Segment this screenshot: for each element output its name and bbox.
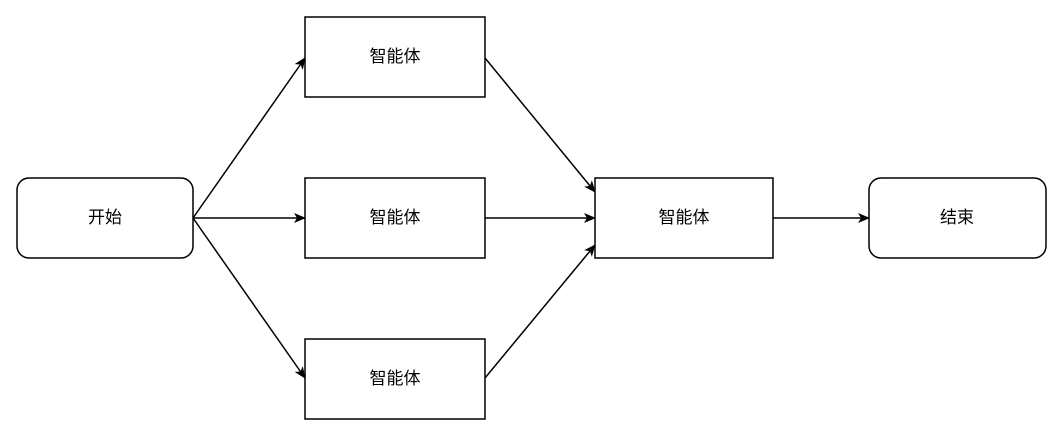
node-start: 开始 xyxy=(16,177,194,259)
node-agent-merge: 智能体 xyxy=(594,177,774,259)
node-agent-top-label: 智能体 xyxy=(370,47,421,67)
node-start-box xyxy=(16,177,194,259)
node-agent-top: 智能体 xyxy=(304,16,486,98)
node-start-label: 开始 xyxy=(88,208,122,228)
node-end-label: 结束 xyxy=(940,208,974,228)
node-end: 结束 xyxy=(868,177,1047,259)
edges xyxy=(192,57,870,379)
node-agent-middle-box xyxy=(304,177,486,259)
node-agent-top-box xyxy=(304,16,486,98)
edge-start-to-agent-bottom xyxy=(192,217,306,379)
edge-agent-top-to-agent-merge xyxy=(484,57,596,193)
node-agent-bottom-box xyxy=(304,338,486,420)
node-agent-bottom-label: 智能体 xyxy=(370,369,421,389)
node-end-box xyxy=(868,177,1047,259)
node-agent-middle-label: 智能体 xyxy=(370,208,421,228)
node-agent-middle: 智能体 xyxy=(304,177,486,259)
node-agent-merge-label: 智能体 xyxy=(659,208,710,228)
node-agent-bottom: 智能体 xyxy=(304,338,486,420)
node-agent-merge-box xyxy=(594,177,774,259)
edge-start-to-agent-top xyxy=(192,57,306,219)
edge-agent-bottom-to-agent-merge xyxy=(484,244,596,379)
